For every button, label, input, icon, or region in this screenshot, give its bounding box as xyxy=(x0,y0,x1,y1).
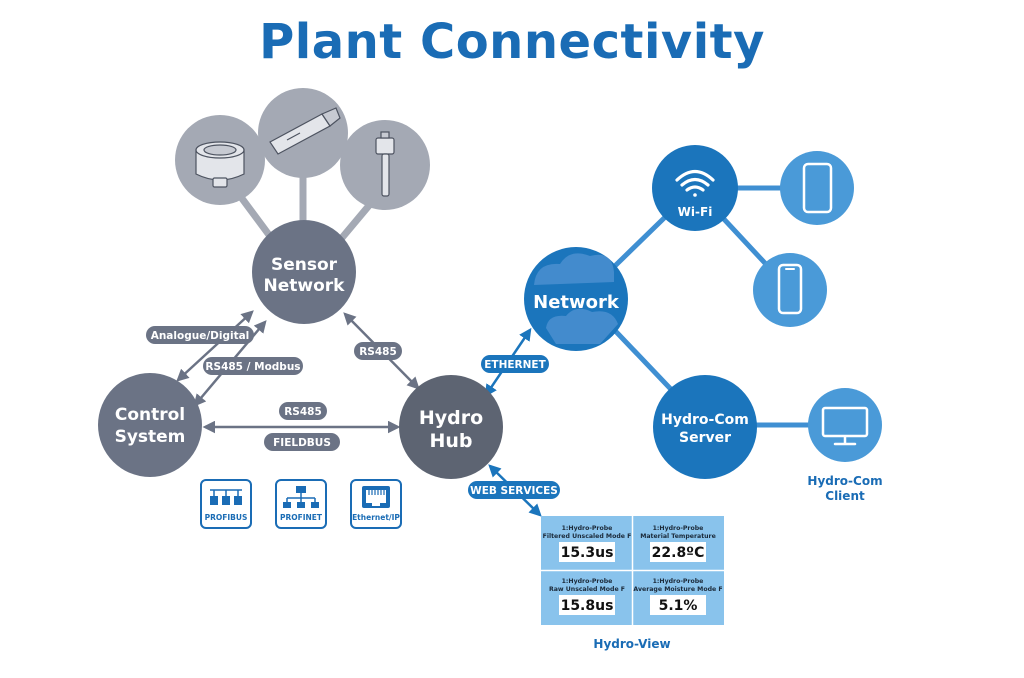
sensor-network-label-2: Network xyxy=(264,276,346,296)
sensor-lance-icon xyxy=(375,131,395,197)
pill-analogue-digital-text: Analogue/Digital xyxy=(151,330,250,342)
tile-title-2: Material Temperature xyxy=(640,533,716,540)
pill-fieldbus-text: FIELDBUS xyxy=(273,437,331,449)
pill-rs485-modbus: RS485 / Modbus xyxy=(203,357,303,375)
hydro-hub-label-2: Hub xyxy=(429,430,472,452)
protocol-profinet: PROFINET xyxy=(275,479,327,529)
hydro-com-client-caption-1: Hydro-Com xyxy=(807,474,882,488)
protocol-profibus: PROFIBUS xyxy=(200,479,252,529)
hydro-com-client-caption-2: Client xyxy=(825,489,865,503)
network-label: Network xyxy=(533,292,620,313)
hydro-com-server-label-1: Hydro-Com xyxy=(661,412,749,428)
control-system-node: Control System xyxy=(98,373,202,477)
pill-rs485-control-text: RS485 xyxy=(284,406,322,418)
phone-icon xyxy=(777,263,803,315)
pill-rs485-control: RS485 xyxy=(279,402,327,420)
hydro-com-client-node xyxy=(808,388,882,462)
hydro-com-server-node: Hydro-Com Server xyxy=(653,375,757,479)
protocol-ethernet-ip: Ethernet/IP xyxy=(350,479,402,529)
pill-rs485-modbus-text: RS485 / Modbus xyxy=(205,361,300,373)
protocol-profibus-label: PROFIBUS xyxy=(205,513,248,522)
hydro-view-tile: 1:Hydro-Probe Average Moisture Mode F 5.… xyxy=(633,578,723,615)
tile-value: 22.8ºC xyxy=(652,545,705,561)
tile-title-1: 1:Hydro-Probe xyxy=(562,578,613,585)
page-title: Plant Connectivity xyxy=(259,14,765,70)
profinet-icon xyxy=(283,486,319,508)
control-system-label-2: System xyxy=(115,427,186,447)
pill-web-services-text: WEB SERVICES xyxy=(470,485,558,497)
ethernet-port-icon xyxy=(362,486,390,508)
hydro-view-tile: 1:Hydro-Probe Filtered Unscaled Mode F 1… xyxy=(543,525,632,562)
tile-value: 5.1% xyxy=(659,598,698,614)
protocol-profinet-label: PROFINET xyxy=(280,513,323,522)
pill-ethernet: ETHERNET xyxy=(481,355,549,373)
pill-web-services: WEB SERVICES xyxy=(468,481,560,499)
sensor-puck xyxy=(175,115,265,205)
pill-rs485-sensor: RS485 xyxy=(354,342,402,360)
tile-title-1: 1:Hydro-Probe xyxy=(653,578,704,585)
protocol-ethernet-ip-label: Ethernet/IP xyxy=(352,513,400,522)
tile-title-2: Average Moisture Mode F xyxy=(633,586,722,593)
hydro-view-caption: Hydro-View xyxy=(593,637,670,651)
tile-title-2: Filtered Unscaled Mode F xyxy=(543,533,632,540)
tablet-icon xyxy=(802,162,833,214)
hydro-hub-label-1: Hydro xyxy=(419,407,483,429)
pill-analogue-digital: Analogue/Digital xyxy=(146,326,254,344)
sensor-probe-icon xyxy=(269,107,341,155)
pill-rs485-sensor-text: RS485 xyxy=(359,346,397,358)
hydro-view-panel: 1:Hydro-Probe Filtered Unscaled Mode F 1… xyxy=(541,516,724,625)
tile-title-2: Raw Unscaled Mode F xyxy=(549,586,625,593)
wifi-node: Wi-Fi xyxy=(652,145,738,231)
tablet-node xyxy=(780,151,854,225)
hydro-view-tile: 1:Hydro-Probe Material Temperature 22.8º… xyxy=(640,525,716,562)
tile-value: 15.3us xyxy=(561,545,614,561)
control-system-label-1: Control xyxy=(115,405,185,425)
sensor-network-node: Sensor Network xyxy=(252,220,356,324)
hydro-view-tile: 1:Hydro-Probe Raw Unscaled Mode F 15.8us xyxy=(549,578,625,615)
cloud-icon xyxy=(534,253,618,344)
network-node: Network xyxy=(524,247,628,351)
pill-ethernet-text: ETHERNET xyxy=(484,359,546,371)
monitor-icon xyxy=(821,406,869,446)
hydro-com-server-label-2: Server xyxy=(679,430,731,446)
sensor-lance xyxy=(340,120,430,210)
sensor-network-label-1: Sensor xyxy=(271,255,338,275)
sensor-probe xyxy=(258,88,348,178)
wifi-label: Wi-Fi xyxy=(678,205,713,219)
sensor-puck-icon xyxy=(195,141,245,188)
tile-value: 15.8us xyxy=(561,598,614,614)
pill-fieldbus: FIELDBUS xyxy=(264,433,340,451)
tile-title-1: 1:Hydro-Probe xyxy=(562,525,613,532)
profibus-icon xyxy=(210,489,242,505)
hydro-hub-node: Hydro Hub xyxy=(399,375,503,479)
tile-title-1: 1:Hydro-Probe xyxy=(653,525,704,532)
phone-node xyxy=(753,253,827,327)
wifi-icon xyxy=(675,169,715,197)
